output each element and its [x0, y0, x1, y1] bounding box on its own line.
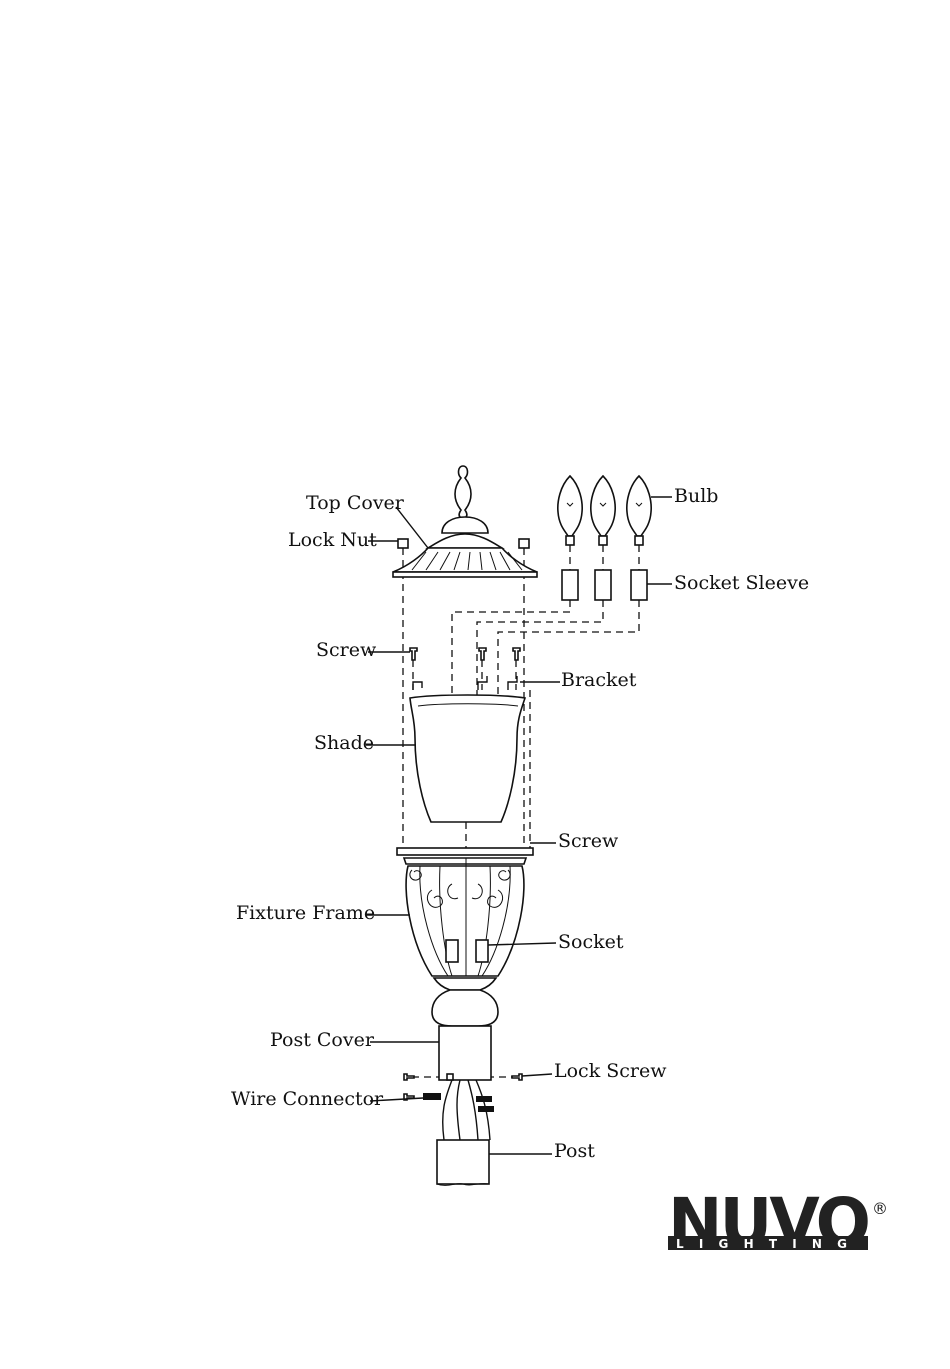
- label-top-cover: Top Cover: [306, 492, 405, 514]
- label-bracket: Bracket: [561, 669, 637, 691]
- label-bulb: Bulb: [674, 485, 718, 507]
- post-part: [437, 1140, 489, 1185]
- shade-part: [410, 695, 525, 822]
- label-wire-connector: Wire Connector: [231, 1088, 384, 1110]
- label-socket-sleeve: Socket Sleeve: [674, 572, 809, 594]
- wire-connector-parts: [404, 1080, 494, 1140]
- label-lock-nut: Lock Nut: [288, 529, 377, 551]
- screw-and-bracket-parts: [410, 648, 520, 690]
- fixture-frame-part: [397, 848, 533, 1026]
- label-lock-screw: Lock Screw: [554, 1060, 667, 1082]
- logo-sub: LIGHTING: [676, 1237, 860, 1251]
- nuvo-lighting-logo: NUVO LIGHTING ®: [668, 1184, 888, 1261]
- label-shade: Shade: [314, 732, 374, 754]
- label-post: Post: [554, 1140, 595, 1162]
- label-screw-bottom: Screw: [558, 830, 619, 852]
- label-fixture-frame: Fixture Frame: [236, 902, 375, 924]
- post-cover-part: [439, 1026, 491, 1080]
- label-socket: Socket: [558, 931, 624, 953]
- top-cover-part: [393, 466, 537, 577]
- leader-lines: [366, 497, 672, 1154]
- bulb-parts: [558, 476, 651, 545]
- label-screw-top: Screw: [316, 639, 377, 661]
- logo-registered-mark: ®: [872, 1199, 888, 1218]
- socket-sleeve-parts: [562, 570, 647, 600]
- part-labels: Top Cover Lock Nut Bulb Socket Sleeve Sc…: [231, 485, 809, 1162]
- label-post-cover: Post Cover: [270, 1029, 375, 1051]
